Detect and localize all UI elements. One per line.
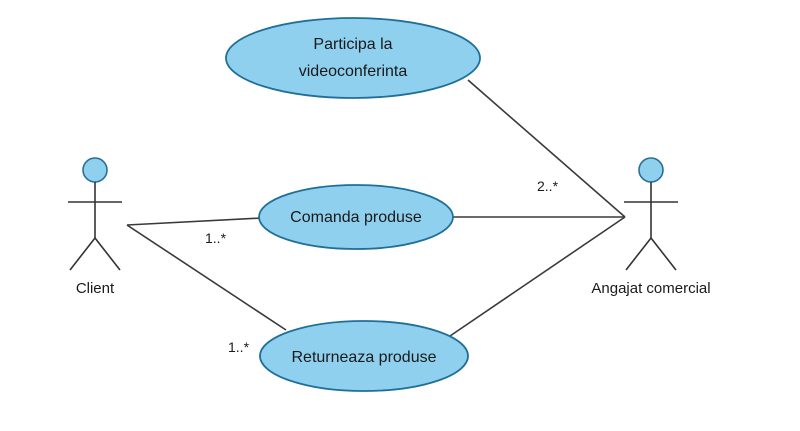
use-case-returneaza[interactable]: Returneaza produse bbox=[259, 320, 469, 392]
actor-client-head-icon bbox=[82, 157, 108, 183]
use-case-returneaza-label: Returneaza produse bbox=[292, 349, 437, 366]
use-case-participa-label-line2: videoconferinta bbox=[299, 63, 408, 80]
actor-angajat-right-leg bbox=[650, 237, 677, 271]
use-case-participa[interactable]: Participa la videoconferinta bbox=[225, 17, 481, 99]
actor-angajat-label: Angajat comercial bbox=[591, 280, 710, 297]
actor-angajat-left-leg bbox=[625, 237, 652, 271]
actor-angajat[interactable]: Angajat comercial bbox=[591, 157, 711, 297]
multiplicity-client-comanda: 1..* bbox=[205, 230, 227, 246]
use-case-participa-label-line1: Participa la bbox=[313, 36, 392, 53]
multiplicity-angajat-participa: 2..* bbox=[537, 178, 559, 194]
actor-client-right-leg bbox=[94, 237, 121, 271]
use-case-comanda[interactable]: Comanda produse bbox=[258, 184, 454, 250]
actor-client-label: Client bbox=[76, 280, 115, 297]
associations bbox=[126, 79, 626, 337]
actor-client-left-leg bbox=[69, 237, 96, 271]
use-case-comanda-ellipse bbox=[258, 184, 454, 250]
association-angajat-participa bbox=[467, 79, 626, 218]
actor-client[interactable]: Client bbox=[68, 157, 122, 297]
association-client-comanda bbox=[126, 217, 263, 226]
association-angajat-returneaza bbox=[449, 216, 626, 337]
use-case-participa-ellipse bbox=[225, 17, 481, 99]
actor-angajat-head-icon bbox=[638, 157, 664, 183]
association-client-returneaza bbox=[126, 224, 287, 331]
use-case-returneaza-ellipse bbox=[259, 320, 469, 392]
multiplicity-client-returneaza: 1..* bbox=[228, 339, 250, 355]
use-case-comanda-label: Comanda produse bbox=[290, 209, 422, 226]
